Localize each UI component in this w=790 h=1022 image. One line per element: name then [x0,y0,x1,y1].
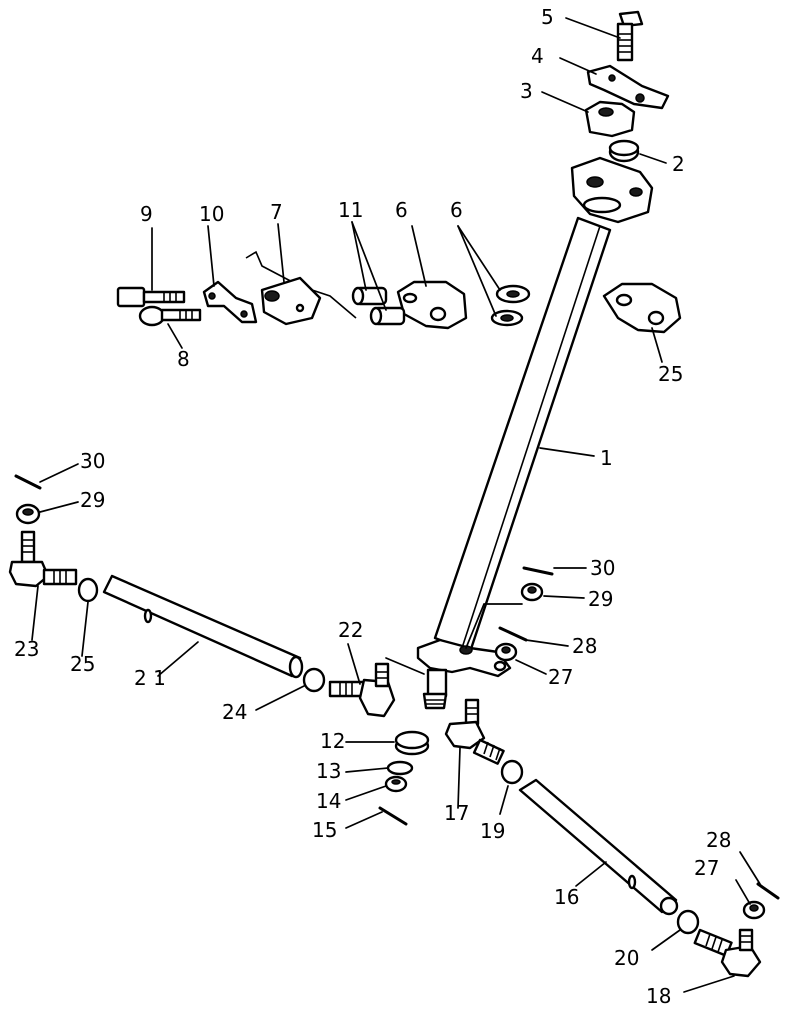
pitman-arm [416,638,512,678]
washer-7-upper [495,284,531,304]
washer-14 [386,760,414,776]
bolt-5 [616,10,644,62]
bushing-2 [608,139,640,163]
callout-22: 2 1 [134,666,166,690]
bolt-9 [138,305,202,327]
callout-5: 5 [541,5,554,29]
lever-8 [245,250,357,326]
boot-13 [394,730,430,756]
callout-16: 15 [312,818,337,842]
callout-19: 18 [646,984,671,1008]
callout-10: 9 [140,202,153,226]
callout-7: 6 [450,198,463,222]
callout-14: 13 [316,759,341,783]
nut-27-right [742,900,766,920]
callout-21: 20 [614,946,639,970]
callout-28-left: 29 [80,488,105,512]
callout-26-label: 25 [70,652,95,676]
spacer-12-lower [369,306,406,326]
collar-3 [584,100,636,138]
plate-4 [586,64,670,110]
callout-labels: 5 4 3 2 9 10 7 11 6 6 8 25 1 30 29 30 29… [14,5,731,1008]
callout-17: 16 [554,885,579,909]
tie-rod-17 [518,778,679,916]
callout-29-right: 28 [706,828,731,852]
nut-21 [676,909,700,935]
nut-28-left [15,503,41,525]
tie-rod-end-24 [8,530,78,588]
callout-8: 7 [270,200,283,224]
callout-4: 4 [531,44,544,68]
column-top-bracket [570,156,654,224]
clamp-6-left [396,280,468,330]
cotter-pin-30-left [14,474,42,490]
bolt-10 [116,286,186,308]
callout-18: 17 [444,801,469,825]
callout-29-center: 28 [572,634,597,658]
callout-23: 22 [338,618,363,642]
callout-28-right: 29 [588,587,613,611]
callout-3: 3 [520,79,533,103]
nut-26 [77,577,99,603]
washer-7-lower [490,309,524,327]
nut-27-center [494,642,518,662]
callout-27-center: 27 [548,665,573,689]
tie-rod-end-18 [444,698,505,765]
nut-25 [302,667,326,693]
callout-13: 12 [320,729,345,753]
leader-lines [31,17,761,993]
callout-27-right: 27 [694,856,719,880]
nut-15 [384,775,408,793]
callout-2: 2 [672,152,685,176]
callout-24: 23 [14,637,39,661]
cotter-pin-29-center [498,626,528,642]
tie-rod-22 [102,574,304,679]
leader-bracket-28 [465,603,523,649]
tie-rod-end-19 [693,928,762,978]
tie-rod-end-23 [328,662,396,718]
cotter-pin-16 [378,806,408,826]
nut-28-right [520,582,544,602]
callout-1: 1 [600,446,613,470]
cotter-pin-30-right [522,566,554,576]
callout-30-right: 30 [590,556,615,580]
steering-column-shaft [433,216,612,654]
callout-20: 19 [480,819,505,843]
callout-30-left: 30 [80,449,105,473]
leader-pitman [385,657,425,675]
callout-11: 10 [199,202,224,226]
column-lower-spindle [422,668,448,710]
callout-6-right: 25 [658,362,683,386]
nut-20 [500,759,524,785]
cotter-pin-29-right [756,882,780,900]
callout-9: 8 [177,347,190,371]
callout-25: 24 [222,700,247,724]
callout-6-left: 6 [395,198,408,222]
clamp-6-right [602,282,682,334]
callout-12: 11 [338,198,363,222]
bracket-11 [202,280,258,324]
callout-15: 14 [316,789,341,813]
